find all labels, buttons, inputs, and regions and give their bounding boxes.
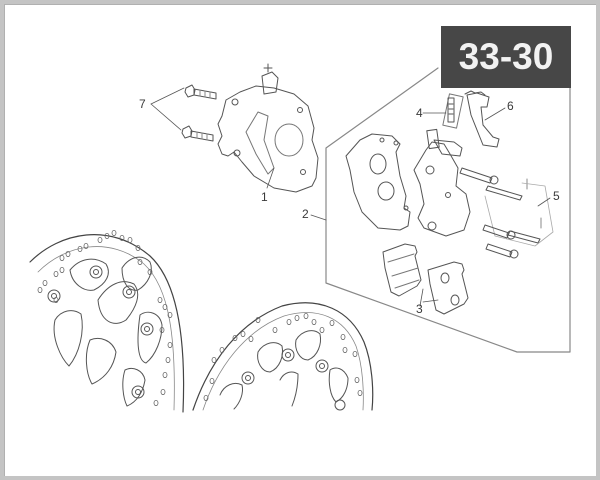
callout-6: 6 [507, 99, 514, 113]
caliper-half-inner [413, 128, 471, 237]
callout-3: 3 [416, 302, 423, 316]
callout-5: 5 [553, 189, 560, 203]
brake-caliper [217, 63, 319, 193]
leader-lines [150, 87, 551, 307]
brake-disc-left [29, 229, 185, 413]
callout-2: 2 [302, 207, 309, 221]
kit-group-outline [325, 67, 571, 353]
brake-pads [382, 243, 469, 315]
bleed-valve [442, 93, 464, 129]
pad-pins [459, 167, 554, 259]
caliper-mounting-screws [181, 84, 217, 142]
brake-disc-right [192, 302, 374, 411]
diagram-number-badge: 33-30 [441, 26, 571, 88]
pad-spring [464, 90, 500, 148]
callout-7: 7 [139, 97, 146, 111]
diagram-number-label: 33-30 [458, 36, 554, 77]
callout-4: 4 [416, 106, 423, 120]
caliper-half-outer [345, 133, 411, 231]
callout-1: 1 [261, 190, 268, 204]
